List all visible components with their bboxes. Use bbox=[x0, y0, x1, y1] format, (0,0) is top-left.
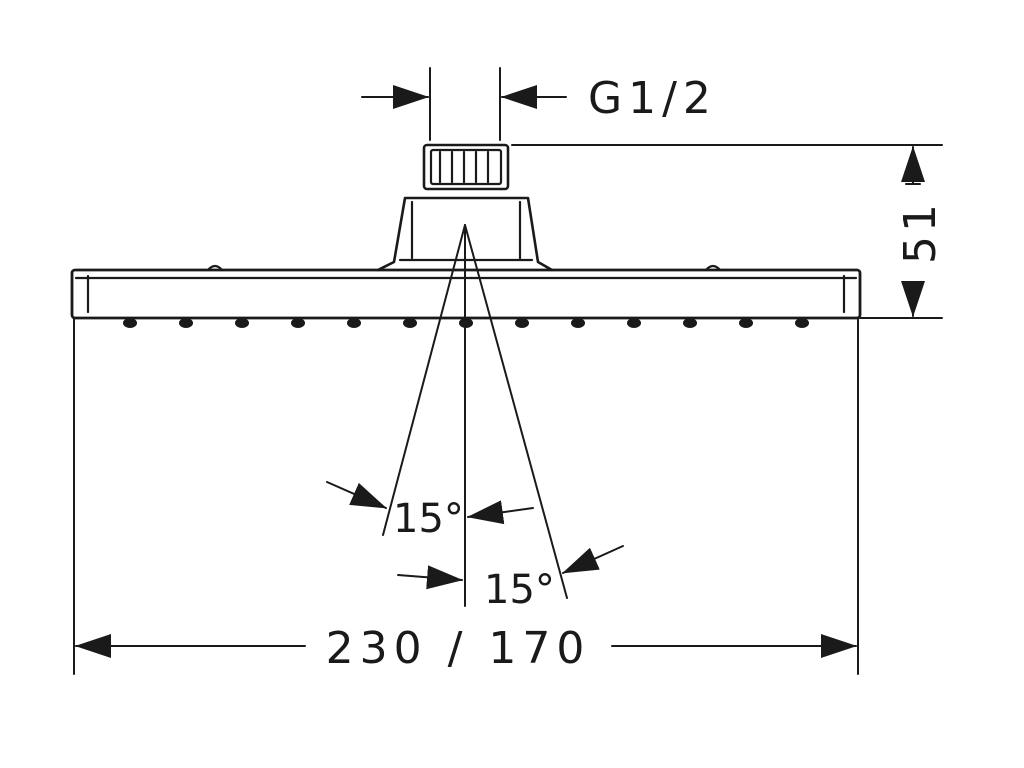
angle-left-label: 15° bbox=[393, 496, 464, 542]
nozzle bbox=[515, 318, 529, 328]
height-dimension bbox=[511, 144, 943, 319]
nozzle bbox=[403, 318, 417, 328]
nozzle bbox=[291, 318, 305, 328]
spray-angle-lines bbox=[382, 224, 568, 607]
nozzle bbox=[795, 318, 809, 328]
angle-dimension-upper bbox=[326, 481, 534, 525]
nozzle bbox=[571, 318, 585, 328]
angle-dimension-lower bbox=[397, 545, 624, 590]
width-label: 230 / 170 bbox=[326, 623, 591, 674]
angle-right-label: 15° bbox=[484, 567, 555, 613]
width-dimension bbox=[73, 317, 859, 675]
nozzle bbox=[179, 318, 193, 328]
thread-dimension bbox=[361, 67, 567, 141]
height-label: 51 bbox=[895, 200, 946, 264]
nozzle bbox=[683, 318, 697, 328]
nozzle bbox=[739, 318, 753, 328]
nozzle bbox=[347, 318, 361, 328]
nozzle-row bbox=[123, 318, 809, 328]
nozzle bbox=[123, 318, 137, 328]
nozzle bbox=[627, 318, 641, 328]
thread-connector bbox=[422, 143, 510, 191]
thread-label: G1/2 bbox=[588, 73, 717, 124]
nozzle bbox=[235, 318, 249, 328]
